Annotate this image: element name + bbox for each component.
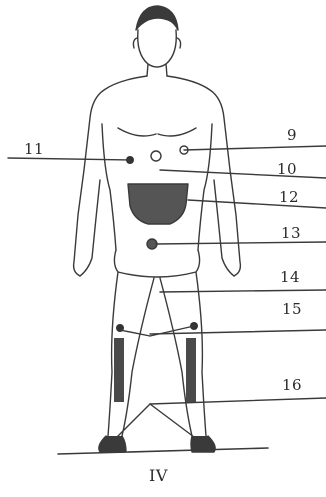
left-arm-inner bbox=[80, 180, 100, 276]
point-10 bbox=[151, 151, 161, 161]
ear-left bbox=[133, 38, 137, 48]
abdomen-patch bbox=[128, 184, 188, 224]
label-14: 14 bbox=[280, 268, 300, 286]
leader-10 bbox=[160, 170, 326, 178]
hair-shape bbox=[136, 6, 178, 30]
label-15: 15 bbox=[282, 300, 302, 318]
neck-right bbox=[166, 64, 167, 76]
label-12: 12 bbox=[279, 188, 299, 206]
leader-9 bbox=[184, 146, 326, 150]
leader-13 bbox=[156, 242, 326, 244]
left-foot bbox=[99, 436, 126, 452]
right-shin-bar bbox=[186, 338, 196, 402]
chest-right bbox=[158, 128, 196, 136]
figure-caption: IV bbox=[149, 466, 168, 485]
ear-right bbox=[177, 38, 181, 48]
left-arm-outer bbox=[74, 76, 147, 276]
head-outline bbox=[138, 30, 177, 67]
label-11: 11 bbox=[24, 140, 44, 158]
leader-14 bbox=[160, 290, 326, 292]
label-10: 10 bbox=[277, 160, 297, 178]
torso-left bbox=[102, 124, 116, 250]
right-leg-outer bbox=[196, 272, 206, 436]
leader-16 bbox=[150, 398, 326, 404]
left-shin-bar bbox=[114, 338, 124, 402]
left-leg-inner bbox=[122, 278, 154, 436]
leader-15-a bbox=[120, 330, 150, 336]
chest-left bbox=[118, 128, 156, 136]
ground-line bbox=[58, 448, 268, 454]
leader-12 bbox=[188, 200, 326, 208]
label-16: 16 bbox=[282, 376, 302, 394]
leader-11 bbox=[8, 158, 130, 160]
right-arm-inner bbox=[214, 180, 234, 276]
neck-left bbox=[147, 64, 148, 76]
torso-right bbox=[198, 124, 212, 250]
label-9: 9 bbox=[287, 126, 297, 144]
right-arm-outer bbox=[167, 76, 240, 276]
label-13: 13 bbox=[281, 224, 301, 242]
hip-outline bbox=[114, 250, 199, 277]
